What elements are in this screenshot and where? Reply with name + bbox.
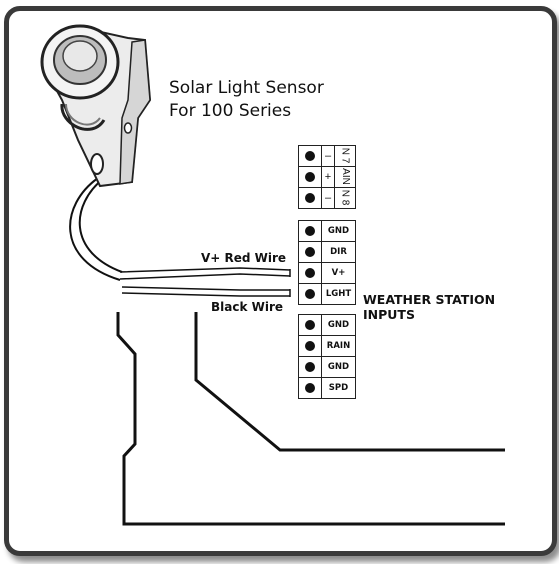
terminal-row: – bbox=[299, 146, 355, 167]
terminal-screw bbox=[305, 320, 315, 330]
terminal-screw bbox=[305, 247, 315, 257]
red-wire bbox=[119, 267, 291, 273]
terminal-row: DIR bbox=[299, 242, 355, 263]
terminal-row: GND bbox=[299, 357, 355, 378]
terminal-block-ain: – + – bbox=[298, 145, 356, 209]
terminal-screw bbox=[305, 226, 315, 236]
station-housing-outer bbox=[116, 312, 505, 526]
terminal-pin-label: GND bbox=[327, 320, 350, 330]
terminal-row: – bbox=[299, 188, 355, 208]
sensor-title: Solar Light Sensor bbox=[169, 78, 324, 98]
terminal-screw bbox=[305, 193, 315, 203]
terminal-sign: + bbox=[322, 167, 335, 187]
terminal-pin-label: SPD bbox=[328, 383, 349, 393]
terminal-screw bbox=[305, 383, 315, 393]
red-wire-label: V+ Red Wire bbox=[201, 251, 287, 265]
terminal-screw bbox=[305, 268, 315, 278]
terminal-pin-label: V+ bbox=[331, 268, 346, 278]
terminal-screw bbox=[305, 172, 315, 182]
terminal-row: GND bbox=[299, 221, 355, 242]
terminal-screw bbox=[305, 341, 315, 351]
terminal-pin-label: GND bbox=[327, 362, 350, 372]
terminal-row: SPD bbox=[299, 378, 355, 398]
sensor-subtitle: For 100 Series bbox=[169, 101, 292, 121]
weather-station-label: WEATHER STATION INPUTS bbox=[363, 292, 495, 322]
terminal-block-light: GND DIR V+ LGHT bbox=[298, 220, 356, 305]
sensor-cable-inner bbox=[78, 177, 123, 273]
terminal-sign: – bbox=[322, 188, 335, 208]
terminal-row: RAIN bbox=[299, 336, 355, 357]
ain-label-mid: AIN bbox=[339, 167, 351, 185]
weather-station-line1: WEATHER STATION bbox=[363, 292, 496, 307]
terminal-pin-label: LGHT bbox=[325, 289, 352, 299]
red-wire-2 bbox=[119, 273, 291, 280]
terminal-row: GND bbox=[299, 315, 355, 336]
terminal-screw bbox=[305, 151, 315, 161]
black-wire-2 bbox=[121, 292, 290, 297]
terminal-pin-label: GND bbox=[327, 226, 350, 236]
terminal-pin-label: RAIN bbox=[326, 341, 351, 351]
terminal-row: V+ bbox=[299, 263, 355, 284]
terminal-block-rain: GND RAIN GND SPD bbox=[298, 314, 356, 399]
terminal-screw bbox=[305, 362, 315, 372]
solar-sensor-image bbox=[40, 24, 152, 188]
sensor-cable bbox=[69, 177, 121, 281]
terminal-sign: – bbox=[322, 146, 335, 166]
terminal-row: + bbox=[299, 167, 355, 188]
ain-label-bottom: N 8 bbox=[339, 189, 351, 205]
terminal-row: LGHT bbox=[299, 284, 355, 304]
terminal-screw bbox=[305, 289, 315, 299]
terminal-pin-label: DIR bbox=[330, 247, 347, 257]
black-wire bbox=[121, 286, 290, 291]
station-housing-inner bbox=[194, 312, 505, 452]
ain-label-top: N 7 bbox=[339, 147, 351, 163]
black-wire-label: Black Wire bbox=[211, 300, 284, 314]
weather-station-line2: INPUTS bbox=[363, 307, 415, 322]
